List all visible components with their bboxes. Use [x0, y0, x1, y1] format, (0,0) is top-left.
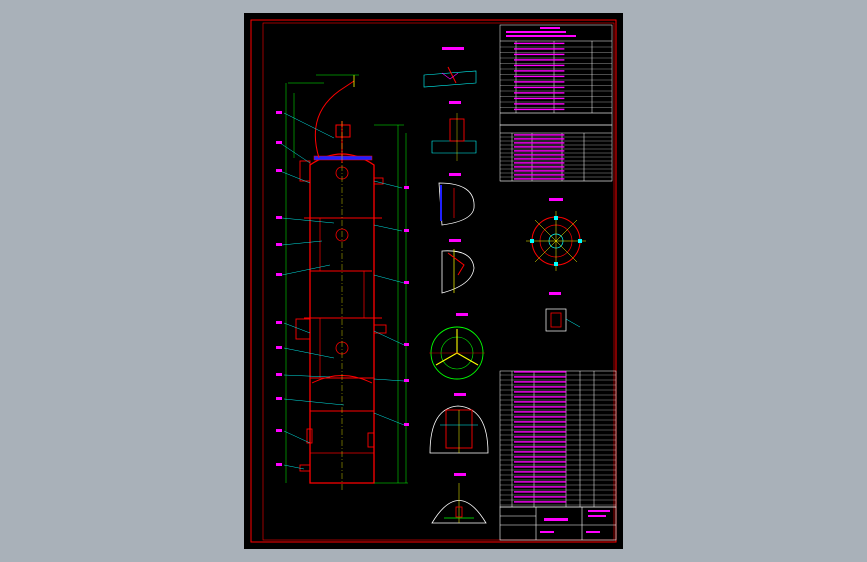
table-row-text	[514, 386, 567, 388]
table-row-text	[514, 48, 565, 50]
support-skirt-detail	[429, 393, 489, 454]
head-detail-3	[438, 173, 475, 226]
cad-drawing	[250, 19, 617, 543]
technical-requirements-rows	[506, 27, 576, 37]
table-row-text	[514, 86, 565, 89]
table-row-text	[514, 396, 567, 398]
table-row-text	[514, 146, 565, 148]
table-row-text	[514, 406, 567, 408]
table-row-text	[514, 142, 565, 144]
table-row-text	[514, 158, 565, 160]
bottom-head-detail	[431, 473, 487, 524]
table-row-text	[514, 138, 565, 140]
table-row-text	[514, 75, 565, 78]
table-row-text	[514, 431, 567, 433]
table-row-text	[514, 441, 567, 443]
top-nozzle	[335, 124, 351, 138]
table-row-text	[514, 471, 567, 473]
table-row-text	[514, 381, 567, 383]
table-row-text	[514, 411, 567, 413]
head-detail-4	[441, 239, 475, 294]
table-row-text	[514, 501, 567, 503]
table-row-text	[514, 53, 565, 56]
main-vessel-elevation	[276, 74, 409, 491]
table-row-text	[514, 446, 567, 448]
radial-plan-section	[526, 198, 586, 271]
table-row-text	[514, 416, 567, 418]
demister-pad	[313, 155, 373, 161]
table-row-text	[514, 491, 567, 493]
table-row-text	[514, 421, 567, 423]
weld-detail-1	[423, 47, 477, 88]
table-row-text	[514, 481, 567, 483]
table-row-text	[514, 59, 565, 61]
spider-support-plan	[429, 313, 485, 380]
table-row-text	[514, 426, 567, 428]
requirements-row-lines	[500, 42, 612, 114]
table-row-text	[514, 170, 565, 172]
table-row-text	[514, 150, 565, 152]
table-row-text	[514, 496, 567, 498]
table-row-text	[514, 401, 567, 403]
title-block-marks	[540, 510, 610, 533]
table-row-text	[514, 376, 567, 378]
table-row-text	[514, 174, 565, 176]
parts-row-lines	[500, 371, 616, 506]
table-row-text	[514, 64, 565, 67]
table-row-text	[514, 461, 567, 463]
design-row-lines	[500, 134, 612, 182]
table-row-text	[514, 154, 565, 156]
nozzle-detail-2	[431, 101, 477, 161]
table-row-text	[514, 456, 567, 458]
table-row-text	[514, 97, 565, 100]
table-row-text	[514, 92, 565, 94]
table-row-text	[514, 466, 567, 468]
table-row-text	[514, 178, 565, 180]
table-row-text	[514, 486, 567, 488]
table-row-text	[514, 162, 565, 164]
table-row-text	[514, 391, 567, 393]
table-row-text	[514, 476, 567, 478]
drawing-sheet	[244, 13, 623, 549]
table-row-text	[514, 166, 565, 168]
table-row-text	[514, 371, 567, 373]
table-row-text	[514, 103, 565, 105]
inner-frame	[262, 22, 615, 541]
inlet-pipe	[314, 80, 355, 159]
table-row-text	[514, 70, 565, 72]
table-row-text	[514, 42, 565, 45]
table-row-text	[514, 134, 565, 136]
title-block	[499, 506, 617, 541]
table-row-text	[514, 451, 567, 453]
table-row-text	[514, 108, 565, 111]
outer-frame	[250, 19, 617, 543]
table-row-text	[514, 436, 567, 438]
table-row-text	[514, 81, 565, 83]
small-flange-detail	[545, 292, 581, 332]
